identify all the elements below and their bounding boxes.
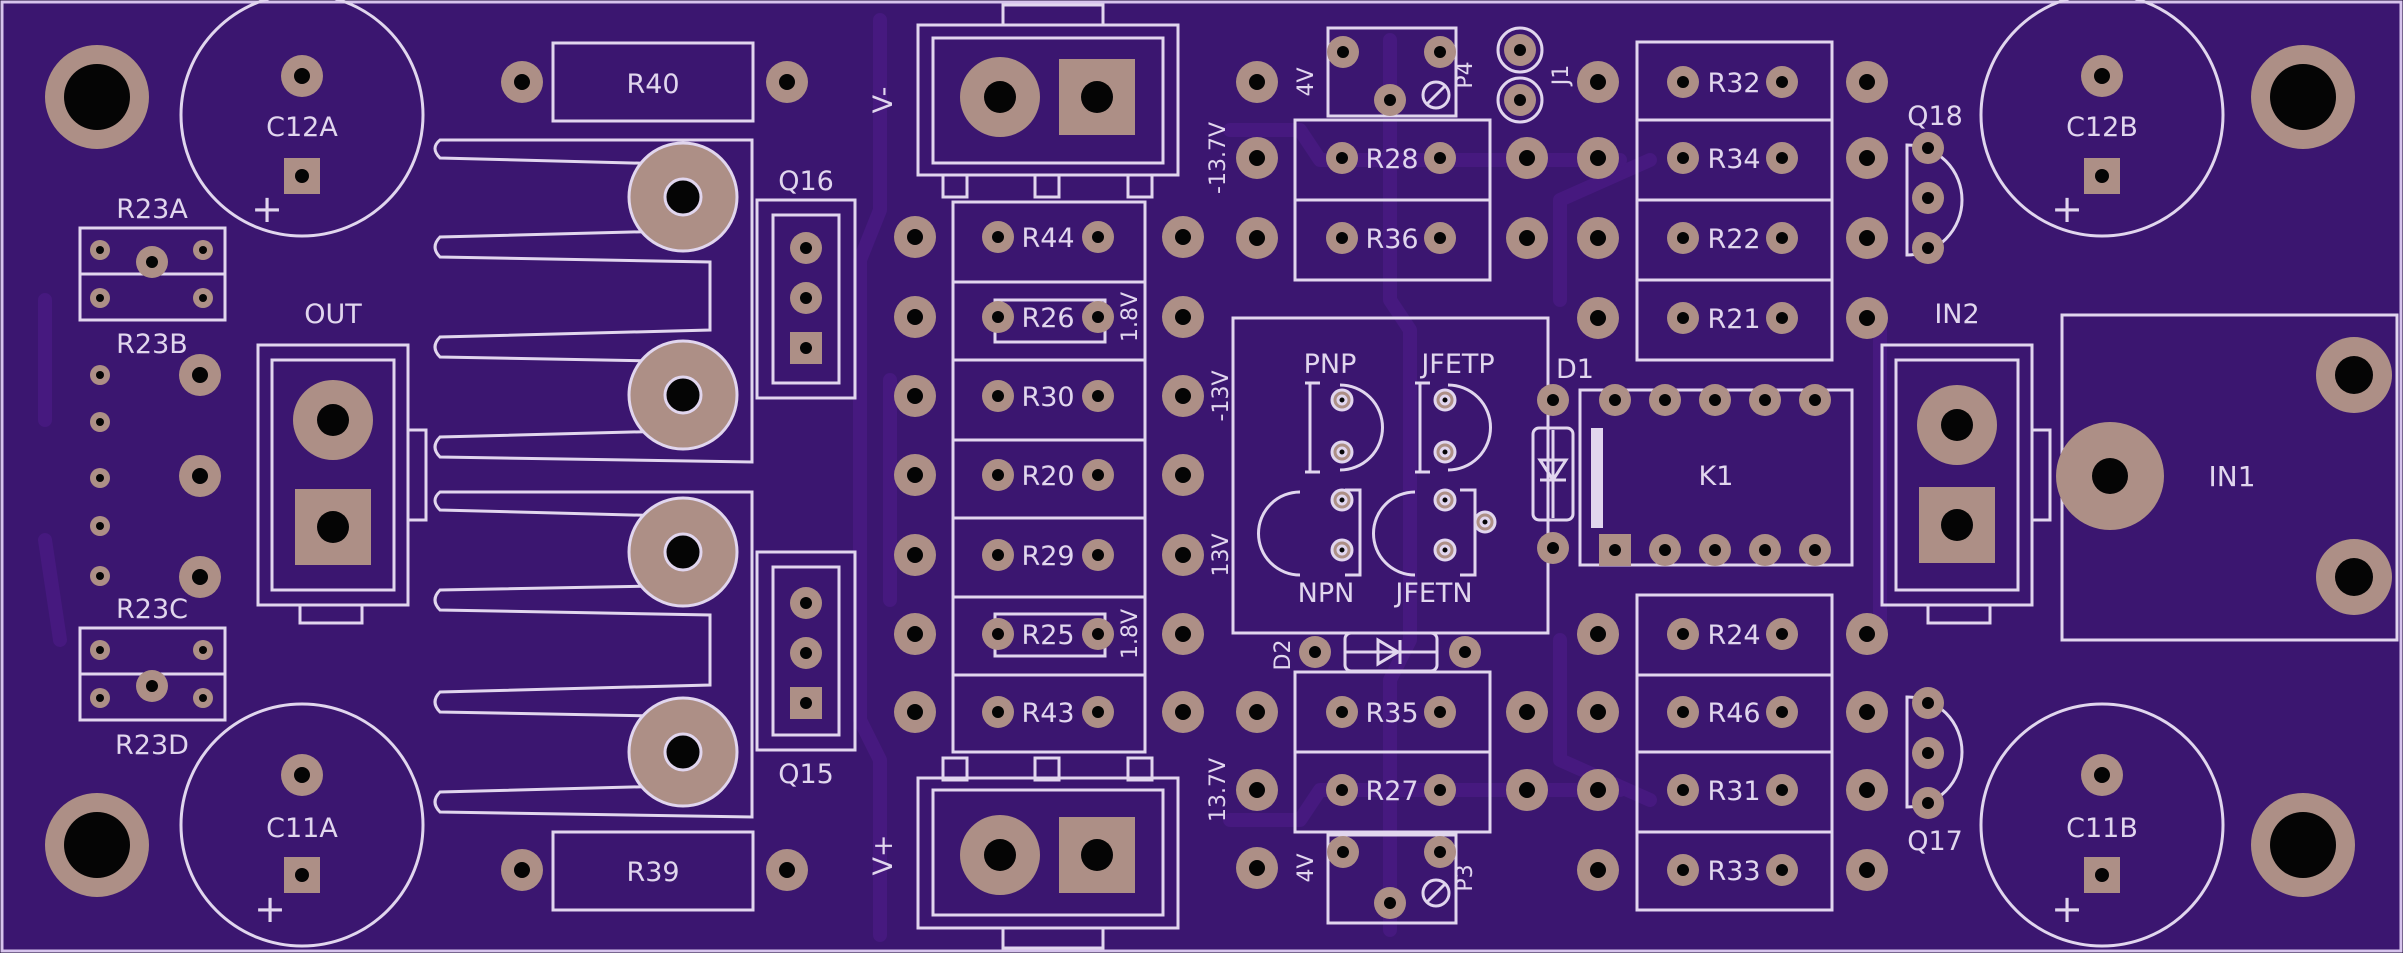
label-C11B: C11B <box>2066 813 2138 844</box>
connector-OUT: OUT <box>256 299 428 625</box>
label-R30: R30 <box>1021 382 1074 413</box>
capacitor-C11A: C11A + <box>179 702 425 948</box>
label-Q17: Q17 <box>1907 826 1963 857</box>
label-R34: R34 <box>1707 144 1760 175</box>
label-R28: R28 <box>1365 144 1418 175</box>
jumper-J1: J1 <box>1496 26 1574 124</box>
diode-D1: D1 <box>1531 354 1594 564</box>
label-R21: R21 <box>1707 304 1760 335</box>
label-R23D: R23D <box>115 730 189 761</box>
capacitor-C11B: C11B + <box>1979 702 2225 948</box>
label-Q15: Q15 <box>778 759 834 790</box>
label-Vminus: V- <box>868 87 899 114</box>
resistor-pair-R28-R36: R28 R36 -13.7V 4V <box>1206 61 1548 282</box>
label-C12A: C12A <box>266 112 338 143</box>
label-P4: P4 <box>1453 61 1478 88</box>
label-J1: J1 <box>1549 65 1574 88</box>
label-JFETP: JFETP <box>1419 349 1494 380</box>
label-R33: R33 <box>1707 856 1760 887</box>
label-4V-upper: 4V <box>1294 67 1319 96</box>
label-D1: D1 <box>1556 354 1594 385</box>
connector-IN2: IN2 <box>1880 299 2052 625</box>
label-PNP: PNP <box>1304 349 1357 380</box>
label-R23C: R23C <box>116 594 188 625</box>
label-OUT: OUT <box>304 299 362 330</box>
label-R44: R44 <box>1021 223 1074 254</box>
label-R29: R29 <box>1021 541 1074 572</box>
transistor-Q18: Q18 <box>1905 101 1964 264</box>
label-Q16: Q16 <box>778 166 834 197</box>
trimmer-P3: P3 <box>1326 833 1478 925</box>
capacitor-C12A: C12A + <box>179 0 425 238</box>
capacitor-C12B: C12B + <box>1979 0 2225 238</box>
resistor-block-upper-right: R32 R34 R22 R21 <box>1577 40 1888 362</box>
jack-IN1: IN1 <box>2056 313 2399 642</box>
label-K1: K1 <box>1699 461 1734 492</box>
resistor-network-R23CD: R23C R23D <box>78 594 227 761</box>
heatsink-lower <box>433 490 754 819</box>
transistor-Q15: Q15 <box>755 550 857 790</box>
transistor-Q16: Q16 <box>755 166 857 400</box>
diode-D2: D2 <box>1271 631 1481 673</box>
label-R26: R26 <box>1021 303 1074 334</box>
mounting-hole-br <box>2251 793 2355 897</box>
label-IN1: IN1 <box>2208 460 2255 493</box>
label-R32: R32 <box>1707 68 1760 99</box>
label-NPN: NPN <box>1298 578 1355 609</box>
label-test-minus13V: -13V <box>1209 371 1234 422</box>
polarity-C12A: + <box>251 187 283 231</box>
label-Q18: Q18 <box>1907 101 1963 132</box>
label-JFETN: JFETN <box>1393 578 1472 609</box>
label-P3: P3 <box>1453 864 1478 891</box>
copper-traces <box>38 13 1887 942</box>
transistor-Q17: Q17 <box>1905 687 1964 857</box>
label-C12B: C12B <box>2066 112 2138 143</box>
label-test-13V: 13V <box>1209 533 1234 576</box>
heatsink-upper <box>433 138 754 464</box>
mounting-hole-tl <box>45 45 149 149</box>
resistor-R39: R39 <box>501 830 808 912</box>
polarity-C12B: + <box>2051 187 2083 231</box>
mounting-hole-bl <box>45 793 149 897</box>
label-R46: R46 <box>1707 698 1760 729</box>
resistor-column-center: R44 R26 R30 R20 R29 R25 R43 1.8V 1.8V -1… <box>894 200 1234 754</box>
polarity-C11A: + <box>254 887 286 931</box>
label-test-1-8V-lower: 1.8V <box>1118 609 1143 659</box>
resistor-R40: R40 <box>501 41 808 123</box>
label-R25: R25 <box>1021 620 1074 651</box>
label-R23A: R23A <box>116 194 188 225</box>
label-R43: R43 <box>1021 698 1074 729</box>
label-R39: R39 <box>626 857 679 888</box>
label-R20: R20 <box>1021 461 1074 492</box>
mounting-hole-tr <box>2251 45 2355 149</box>
label-Vplus: V+ <box>868 834 899 875</box>
label-R24: R24 <box>1707 620 1760 651</box>
label-C11A: C11A <box>266 813 338 844</box>
label-IN2: IN2 <box>1934 299 1979 330</box>
label-test-1-8V-upper: 1.8V <box>1118 292 1143 342</box>
relay-K1: K1 <box>1578 384 1854 567</box>
label-R23B: R23B <box>116 329 188 360</box>
resistor-block-lower-right: R24 R46 R31 R33 <box>1577 593 1888 912</box>
label-4V-lower: 4V <box>1294 853 1319 882</box>
label-R31: R31 <box>1707 776 1760 807</box>
resistor-network-R23AB: R23A R23B <box>78 194 227 360</box>
connector-Vplus: V+ <box>868 756 1180 950</box>
label-R27: R27 <box>1365 776 1418 807</box>
connector-Vminus: V- <box>868 3 1180 199</box>
label-13-7V: 13.7V <box>1206 758 1231 822</box>
label-R40: R40 <box>626 69 679 100</box>
label-R35: R35 <box>1365 698 1418 729</box>
polarity-C11B: + <box>2051 887 2083 931</box>
label-R36: R36 <box>1365 224 1418 255</box>
trimmer-P4: P4 <box>1326 26 1478 118</box>
label-D2: D2 <box>1271 640 1296 671</box>
label-R22: R22 <box>1707 224 1760 255</box>
label-minus13-7V: -13.7V <box>1206 122 1231 194</box>
